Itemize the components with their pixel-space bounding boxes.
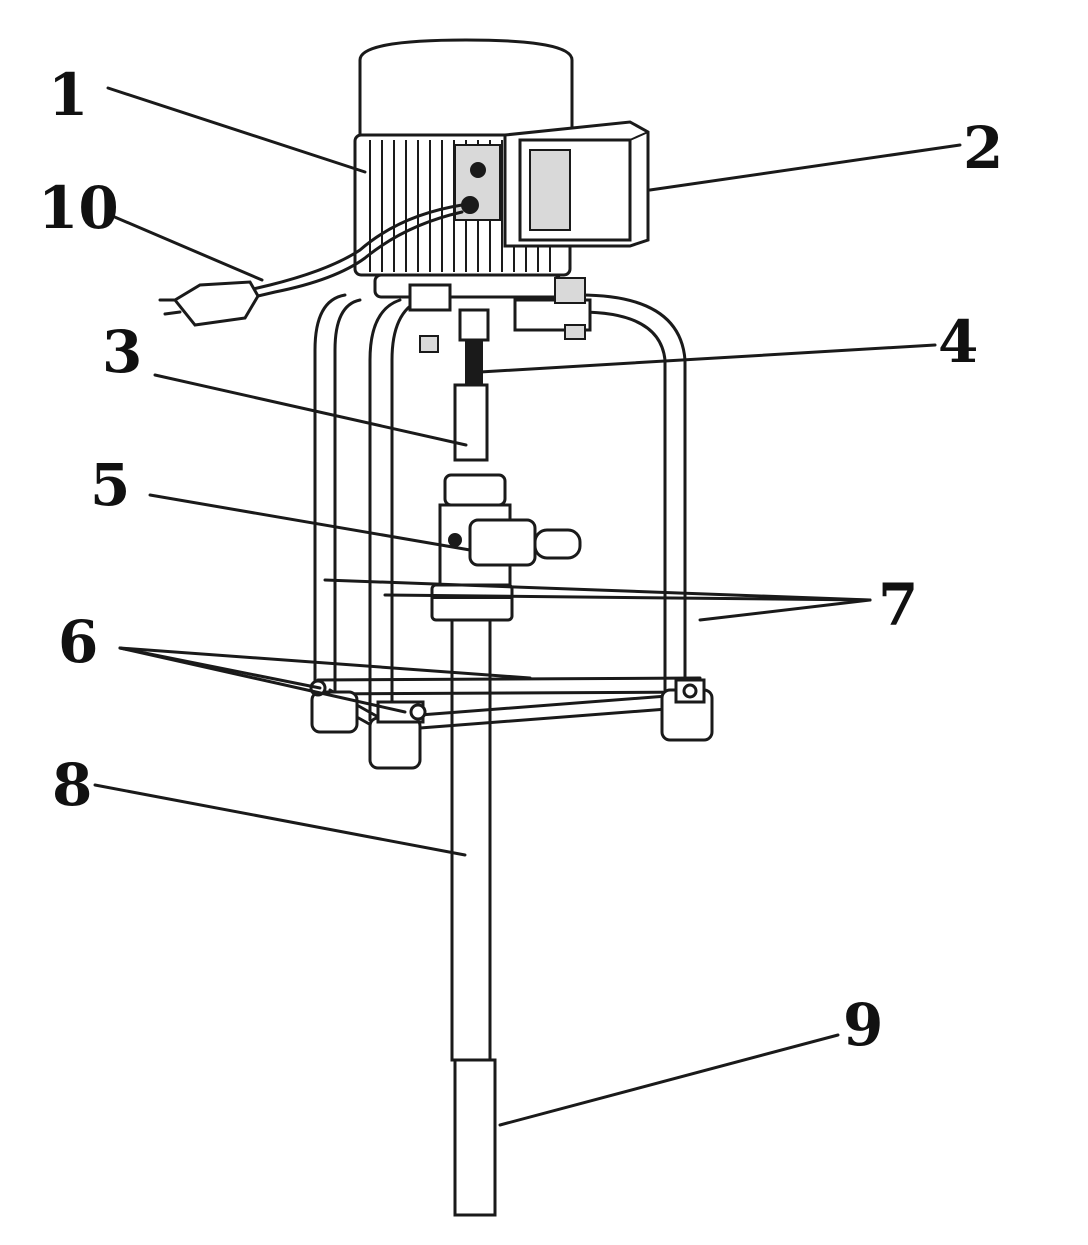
label-5: 5 bbox=[90, 451, 130, 519]
label-10: 10 bbox=[38, 174, 119, 242]
leader-7a bbox=[323, 578, 872, 602]
leader-5 bbox=[148, 493, 472, 552]
power-cord bbox=[158, 203, 464, 327]
label-3: 3 bbox=[102, 318, 142, 386]
leader-6b bbox=[118, 646, 407, 714]
label-1: 1 bbox=[48, 61, 88, 129]
leader-1 bbox=[106, 86, 367, 174]
frame bbox=[313, 277, 687, 722]
leader-7b bbox=[383, 593, 872, 602]
label-9: 9 bbox=[843, 991, 883, 1059]
leader-7c bbox=[698, 598, 872, 622]
leader-lines bbox=[93, 86, 962, 1127]
label-2: 2 bbox=[963, 114, 1003, 182]
leader-9 bbox=[498, 1033, 840, 1127]
label-6: 6 bbox=[58, 608, 98, 676]
leader-2 bbox=[648, 143, 962, 192]
leader-8 bbox=[93, 783, 467, 857]
label-7: 7 bbox=[878, 571, 918, 639]
shaft bbox=[453, 308, 490, 462]
outlet-valve bbox=[430, 473, 582, 622]
leader-10 bbox=[108, 213, 264, 282]
switch-box bbox=[503, 120, 650, 248]
label-4: 4 bbox=[938, 308, 978, 376]
leader-6c bbox=[118, 646, 532, 680]
leader-3 bbox=[153, 373, 468, 447]
label-8: 8 bbox=[52, 751, 92, 819]
leader-4 bbox=[478, 343, 937, 374]
callout-labels: 1 2 3 4 5 6 7 8 9 10 bbox=[38, 61, 1003, 1059]
